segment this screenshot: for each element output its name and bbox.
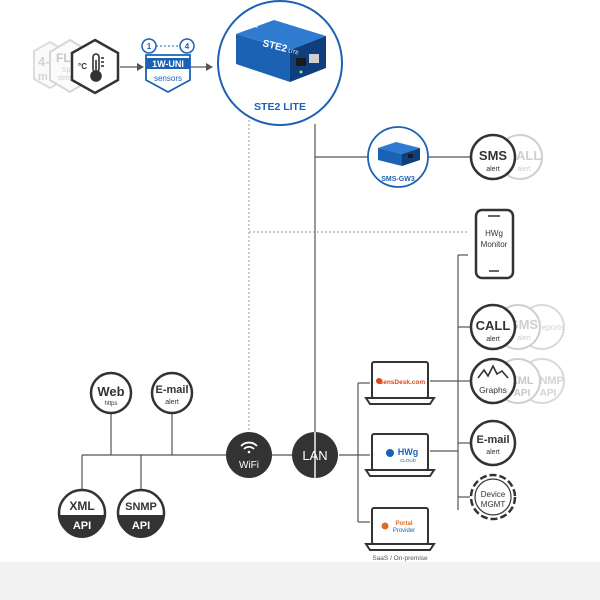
email-right-sub: alert [486,449,500,456]
wifi-dotted-lines [248,112,468,432]
email-left-title: E-mail [155,384,188,396]
call-alert-sub: alert [486,336,500,343]
ghost-sensor-left-line1: 4- [38,54,50,69]
sms-alert-title: SMS [479,148,508,163]
call-alert-node: CALL alert [469,303,517,351]
badge-num-left: 1 [147,42,152,51]
ste2-lite-device[interactable]: STE2 LITE HWg STE2 LITE [217,0,343,126]
xml-title: XML [69,499,94,513]
laptop-hwg-sub: CLOUD [400,458,417,463]
email-right-title: E-mail [476,434,509,446]
web-title: Web [97,384,124,399]
temperature-sensor: °C [70,38,120,95]
sms-gw3-gateway[interactable]: SMS-GW3 [367,126,429,188]
device-model-sub: LITE [288,48,300,57]
device-mgmt-line1: Device [481,490,506,499]
wifi-hub: WiFi [226,432,272,478]
ste2-device-image: STE2 LITE HWg [236,20,326,82]
email-alert-left-node: E-mail alert [150,371,194,415]
wifi-icon [240,441,258,454]
call-alert-title: CALL [476,318,511,333]
ghost-xml-title: XML [510,375,534,387]
sms-alert-node: SMS alert [469,133,517,181]
snmp-sub: API [132,520,150,532]
device-caption: STE2 LITE [254,101,306,113]
ghost-snmp-sub: API [540,388,557,399]
badge-num-right: 4 [185,42,190,51]
snmp-api-node: SNMP API [116,488,166,538]
laptop-hwg-cloud[interactable]: HWg CLOUD [364,433,436,477]
email-left-sub: alert [165,399,179,406]
device-mgmt-line2: MGMT [481,500,506,509]
laptop-sensdesk-label: SensDesk.com [379,379,425,386]
temp-unit-label: °C [78,62,87,71]
1w-uni-sensors-badge: 1W-UNI sensors 1 4 [141,38,195,94]
laptop-portal-line2: Provider [393,528,415,534]
gear-icon [469,473,517,521]
graphs-label: Graphs [479,385,507,395]
snmp-title: SNMP [125,501,157,513]
ghost-sms-title: SMS [510,317,539,332]
laptop-portal-line1: Portal [395,521,412,527]
monitor-line2: Monitor [481,240,508,249]
lan-hub: LAN [292,432,338,478]
gateway-device-image [378,142,420,166]
laptop-portal-provider[interactable]: Portal Provider [364,507,436,551]
bottom-band [0,562,600,600]
thermometer-icon [90,53,104,82]
web-https-node: Web https [89,371,133,415]
ghost-sensor-flood-line2: Sp [62,67,71,74]
badge-subtitle: sensors [154,74,182,83]
sms-alert-sub: alert [486,166,500,173]
laptop-hwg-label: HWg [398,447,419,457]
connector-lines [81,63,470,523]
graph-icon [477,364,509,379]
ghost-call-sub: alert [517,166,531,173]
laptops-caption: SaaS / On-premise [372,555,428,562]
device-brand-label: HWg [246,23,259,32]
monitor-line1: HWg [485,229,503,238]
lan-label: LAN [302,448,327,463]
email-alert-right-node: E-mail alert [469,419,517,467]
ghost-xml-sub: API [514,388,531,399]
xml-sub: API [73,520,91,532]
web-sub: https [104,401,117,407]
graphs-node: Graphs [469,357,517,405]
device-mgmt-node: Device MGMT [469,473,517,521]
ghost-reports-title: Reports [536,323,564,332]
laptop-sensdesk[interactable]: SensDesk.com [364,361,436,405]
gateway-caption: SMS-GW3 [381,176,415,183]
wifi-label: WiFi [239,460,259,471]
xml-api-node: XML API [57,488,107,538]
hwg-monitor-phone: HWg Monitor [474,208,515,280]
ghost-sms-sub: alert [517,335,531,342]
smartphone-icon [474,208,515,280]
badge-title: 1W-UNI [152,59,184,69]
ghost-sensor-left-line2: m [38,71,48,83]
ghost-sensor-flood-line3: dete [58,75,72,82]
